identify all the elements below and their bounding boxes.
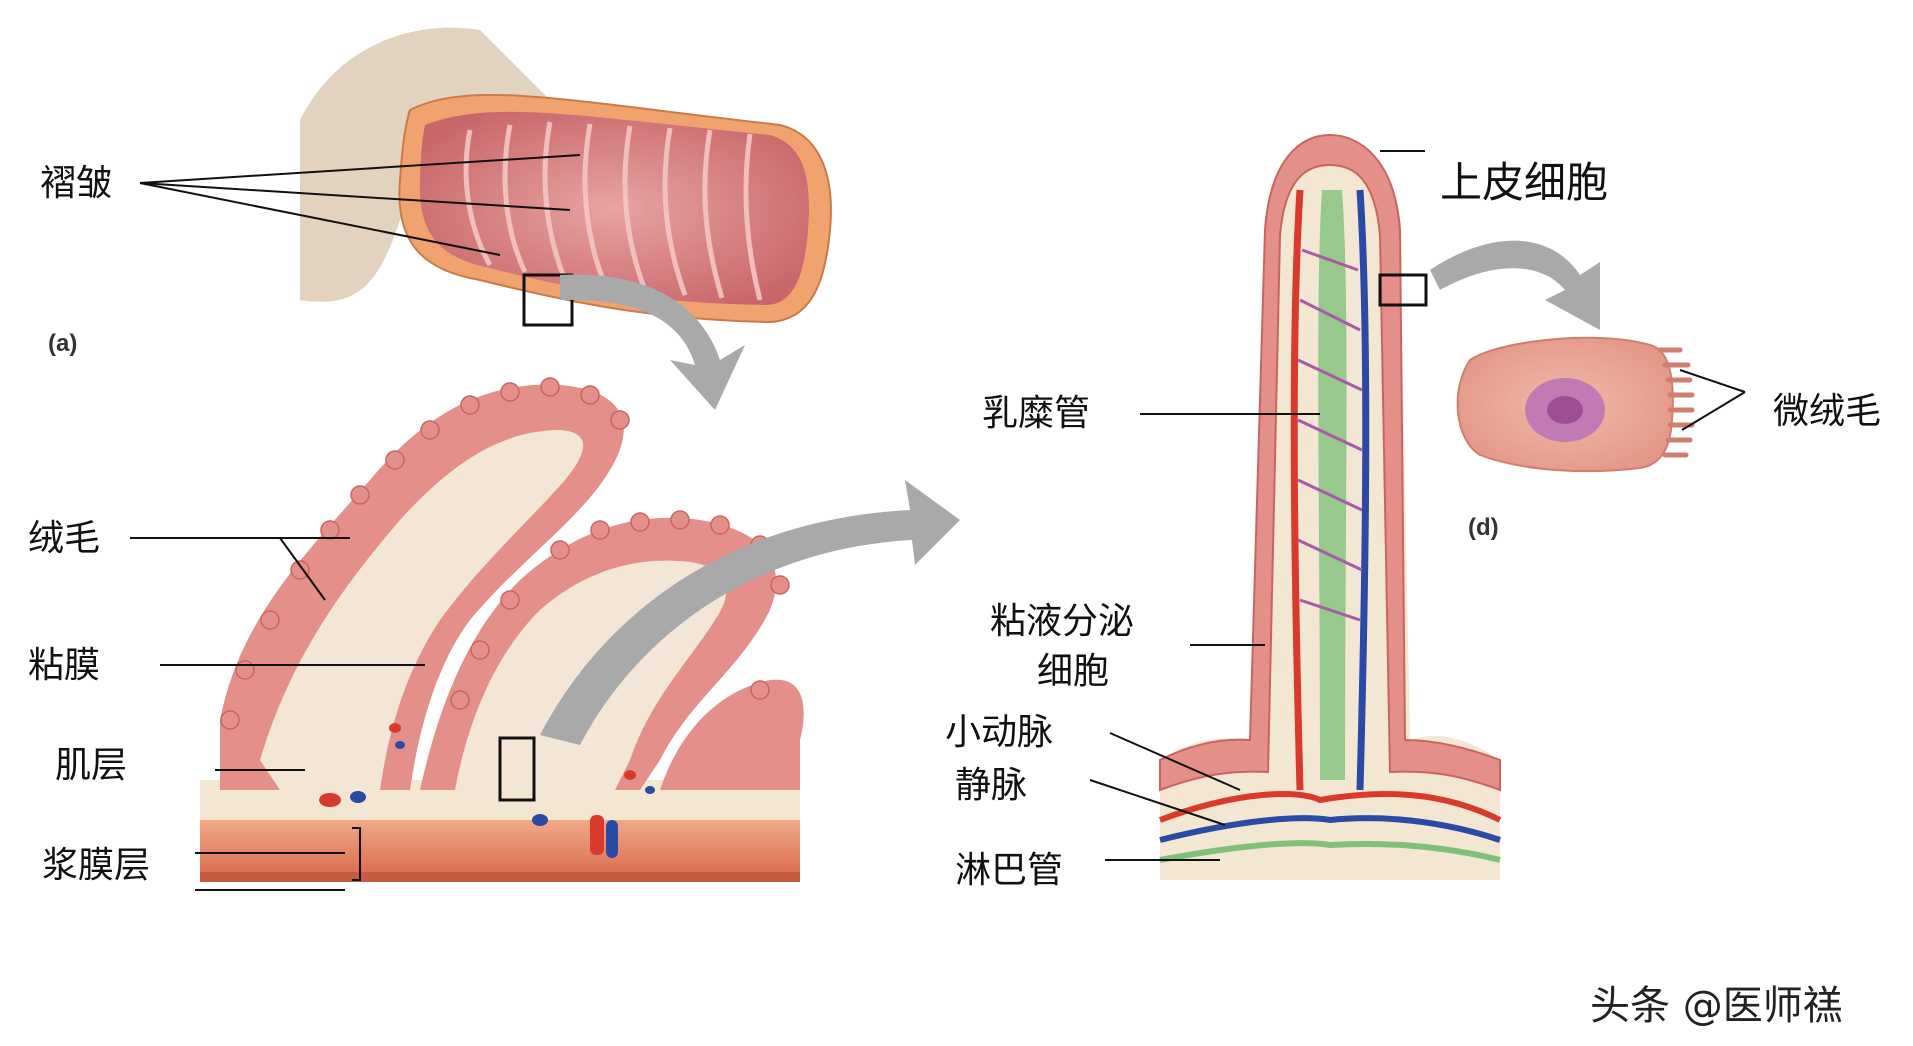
zoom-box-b	[498, 736, 536, 802]
label-goblet-1: 粘液分泌	[990, 601, 1135, 642]
label-microvilli: 微绒毛	[1773, 391, 1882, 432]
label-goblet-2: 细胞	[1037, 651, 1110, 692]
arrow-b-to-c	[540, 480, 960, 745]
label-muscle: 肌层	[55, 745, 128, 786]
panel-tag-d: (d)	[1468, 514, 1499, 541]
villi-section	[200, 377, 804, 882]
base-vessels	[1158, 791, 1502, 823]
serosa-band	[200, 820, 800, 880]
label-villi: 绒毛	[28, 518, 101, 559]
arrow-c-to-d	[1430, 240, 1600, 330]
zoom-box-a	[522, 273, 574, 327]
vein-leader	[1089, 779, 1226, 826]
vessel-dots	[319, 723, 655, 858]
arteriole-vessel	[1290, 189, 1304, 791]
label-epithelial: 上皮细胞	[1440, 158, 1609, 207]
watermark: 头条 @医师禚	[1590, 983, 1843, 1029]
zoom-box-c	[1378, 273, 1428, 307]
arrow-a-to-b	[560, 274, 745, 410]
label-mucosa: 粘膜	[28, 645, 101, 686]
label-arteriole: 小动脉	[945, 712, 1054, 753]
villi-fringe	[220, 377, 790, 730]
label-folds: 褶皱	[40, 163, 113, 204]
microvilli-leader-2	[1681, 391, 1746, 431]
label-lacteal: 乳糜管	[982, 393, 1091, 434]
label-vein: 静脉	[955, 765, 1028, 806]
capillary-web	[1297, 248, 1363, 622]
microvilli-fringe	[1657, 347, 1695, 458]
single-villus	[1158, 133, 1502, 880]
microvilli-leader-1	[1679, 369, 1746, 393]
arteriole-leader	[1109, 732, 1241, 791]
vein-vessel	[1356, 189, 1370, 791]
folds-leader-3	[139, 182, 501, 256]
folds-leader-2	[139, 182, 571, 211]
panel-tag-a: (a)	[48, 330, 78, 357]
folds-leader-1	[139, 154, 581, 184]
lacteal-vessel	[1318, 190, 1347, 780]
serosa-bracket	[352, 827, 361, 881]
label-lymph: 淋巴管	[955, 850, 1064, 891]
villi-leader-2	[279, 537, 326, 601]
epithelial-cell	[1456, 336, 1695, 473]
label-serosa: 浆膜层	[42, 845, 151, 886]
intestine-tube	[300, 27, 832, 324]
